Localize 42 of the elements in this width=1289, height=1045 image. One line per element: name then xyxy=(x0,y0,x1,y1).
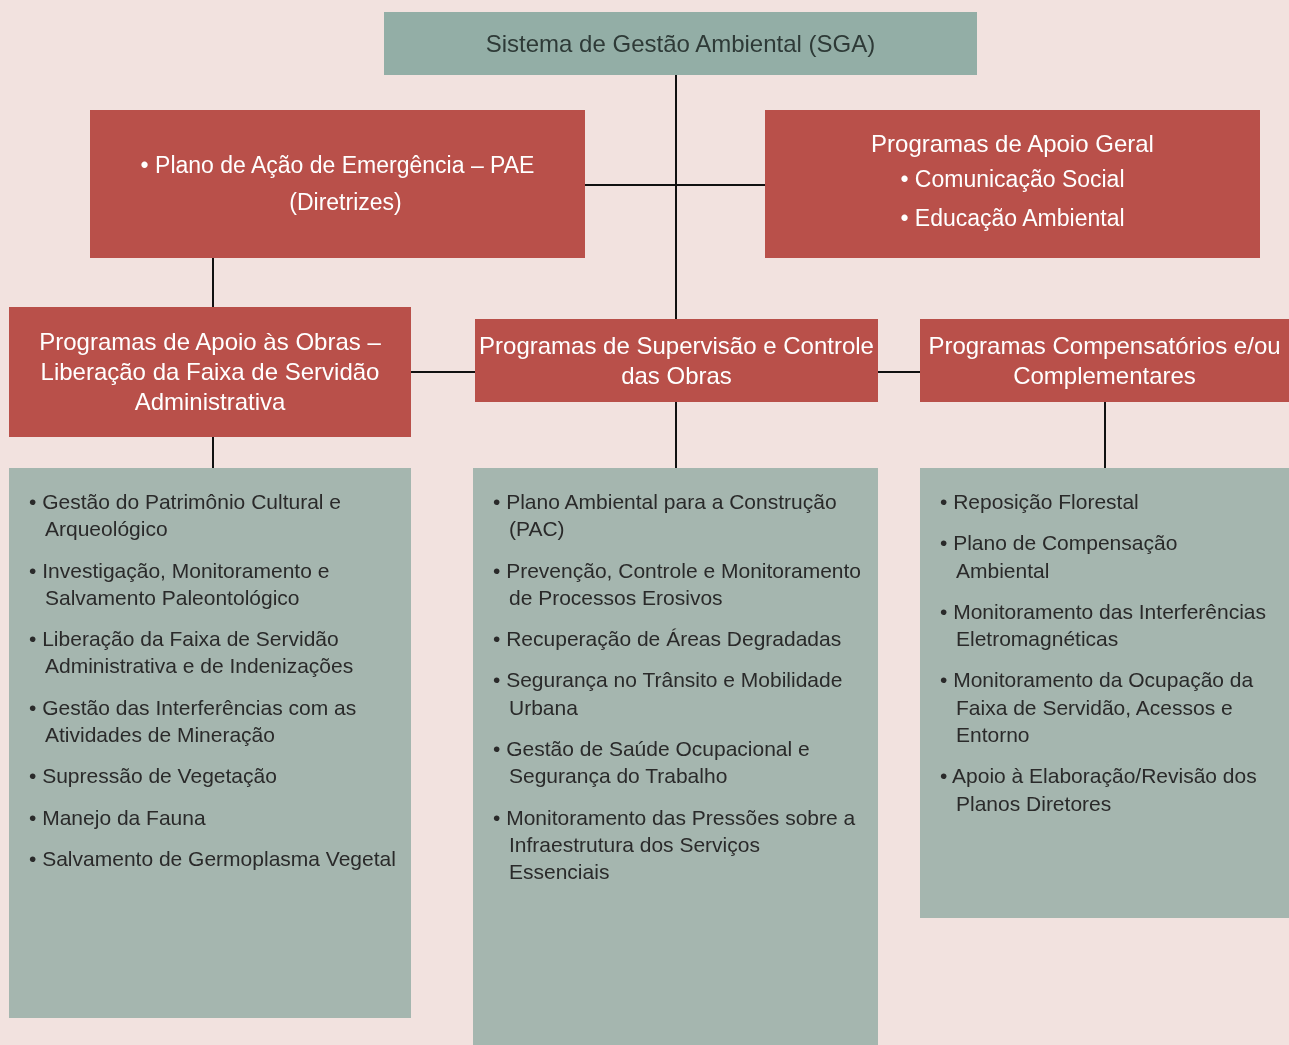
program-box xyxy=(475,319,878,402)
bullet-item: • Gestão das Interferências com as Atividades de Mineração xyxy=(29,694,358,749)
program-box xyxy=(920,319,1289,402)
bullet-item: • Investigação, Monitoramento e Salvamento Paleontológico xyxy=(29,557,331,611)
program-list-panel xyxy=(9,468,411,1018)
heading: Programas Compensatórios e/ou Complementares xyxy=(927,330,1282,391)
connector-line xyxy=(212,257,214,308)
heading: Programas de Supervisão e Controle das Obras xyxy=(478,330,875,391)
bullet-item: • Monitoramento da Ocupação da Faixa de Servidão, Acessos e Entorno xyxy=(940,667,1255,749)
bullet-item: • Apoio à Elaboração/Revisão dos Planos Diretores xyxy=(940,763,1258,817)
connector-line xyxy=(410,371,476,373)
system-box xyxy=(384,12,977,75)
bullet-item: • Salvamento de Germoplasma Vegetal xyxy=(29,845,397,872)
bullet-item: • Monitoramento das Interferências Eletromagnéticas xyxy=(940,598,1267,653)
program-list-panel xyxy=(473,468,878,1045)
bullet-item: • Plano de Compensação Ambiental xyxy=(940,530,1179,584)
bullet-item: • Educação Ambiental xyxy=(900,204,1125,233)
connector-line xyxy=(877,371,921,373)
bullet-item: • Liberação da Faixa de Servidão Administrativa e de Indenizações xyxy=(29,626,355,680)
heading: Programas de Apoio Geral xyxy=(871,129,1154,160)
bullet-item: • Reposição Florestal xyxy=(940,489,1140,515)
bullet-item: • Plano Ambiental para a Construção (PAC) xyxy=(493,489,838,543)
plan-box xyxy=(90,110,585,258)
program-list-panel xyxy=(920,468,1289,918)
bullet-item: • Supressão de Vegetação xyxy=(29,763,278,790)
bullet-item: • Recuperação de Áreas Degradadas xyxy=(493,626,843,653)
program-box xyxy=(9,307,411,437)
bullet-item: • Prevenção, Controle e Monitoramento de Processos Erosivos xyxy=(493,557,863,611)
bullet-item: • Gestão de Saúde Ocupacional e Segurança do Trabalho xyxy=(493,736,811,790)
connector-line xyxy=(675,401,677,469)
connector-line xyxy=(212,436,214,469)
bullet-item: • Plano de Ação de Emergência – PAE (Diretrizes) xyxy=(139,151,536,217)
heading: Sistema de Gestão Ambiental (SGA) xyxy=(485,28,876,59)
connector-line xyxy=(1104,401,1106,469)
bullet-item: • Monitoramento das Pressões sobre a Infraestrutura dos Serviços Essenciais xyxy=(493,804,857,886)
bullet-item: • Manejo da Fauna xyxy=(29,804,207,831)
bullet-item: • Gestão do Patrimônio Cultural e Arqueológico xyxy=(29,489,342,543)
bullet-item: • Segurança no Trânsito e Mobilidade Urbana xyxy=(493,667,844,721)
program-box xyxy=(765,110,1260,258)
bullet-item: • Comunicação Social xyxy=(900,165,1125,195)
heading: Programas de Apoio às Obras – Liberação da Faixa de Servidão Administrativa xyxy=(38,327,382,417)
connector-line xyxy=(675,74,677,320)
